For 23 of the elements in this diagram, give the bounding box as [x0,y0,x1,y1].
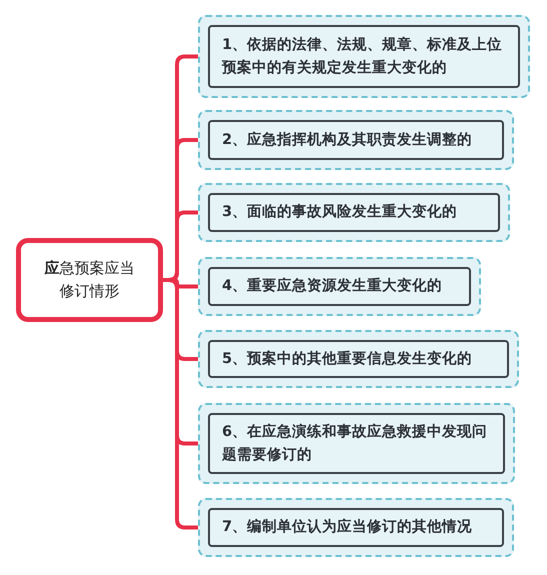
root-text: 应急预案应当修订情形 [43,258,136,302]
item-box [208,267,471,306]
dashed-frame [198,257,481,316]
dashed-frame [198,330,519,388]
item-box [208,193,500,232]
item-text: 4、重要应急资源发生重大变化的 [222,276,442,296]
item-box [208,340,509,378]
root-box [16,238,163,322]
dashed-frame [198,110,514,170]
item-text: 3、面临的事故风险发生重大变化的 [222,202,458,222]
dashed-frame [198,498,514,557]
item-text: 1、依据的法律、法规、规章、标准及上位预案中的有关规定发生重大变化的 [222,36,504,78]
item-box [208,120,504,160]
item-text: 5、预案中的其他重要信息发生变化的 [222,349,472,369]
dashed-frame [198,403,515,484]
item-box [208,25,520,88]
dashed-frame [198,183,510,242]
item-text: 6、在应急演练和事故应急救援中发现问题需要修订的 [222,422,488,464]
item-text: 2、应急指挥机构及其职责发生调整的 [222,130,472,150]
dashed-frame [198,15,530,98]
item-text: 7、编制单位认为应当修订的其他情况 [222,517,472,538]
item-box [208,508,504,547]
item-box [208,413,505,474]
